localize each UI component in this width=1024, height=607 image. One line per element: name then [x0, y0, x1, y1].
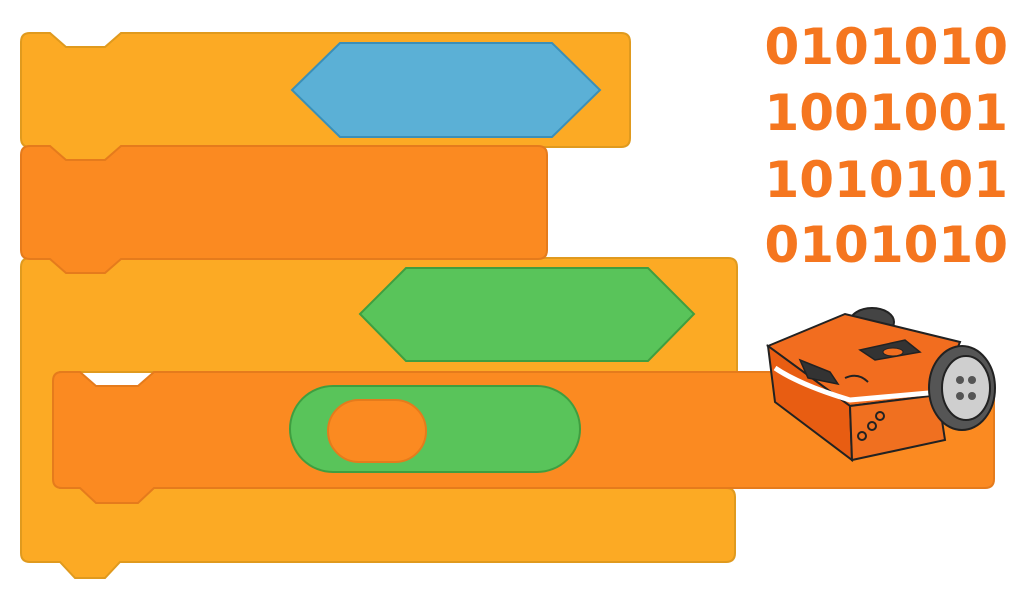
- blue-boolean-input[interactable]: [290, 42, 602, 138]
- binary-line-1: 0101010: [764, 18, 1008, 76]
- binary-line-4: 0101010: [764, 216, 1008, 274]
- orange-command-block[interactable]: [20, 145, 548, 274]
- binary-line-2: 1001001: [764, 84, 1008, 142]
- edison-robot-icon: [765, 307, 996, 463]
- binary-line-3: 1010101: [764, 151, 1008, 209]
- binary-code: 0101010 1001001 1010101 0101010: [764, 18, 1008, 274]
- green-boolean-input[interactable]: [358, 267, 696, 362]
- orange-slot[interactable]: [327, 399, 427, 463]
